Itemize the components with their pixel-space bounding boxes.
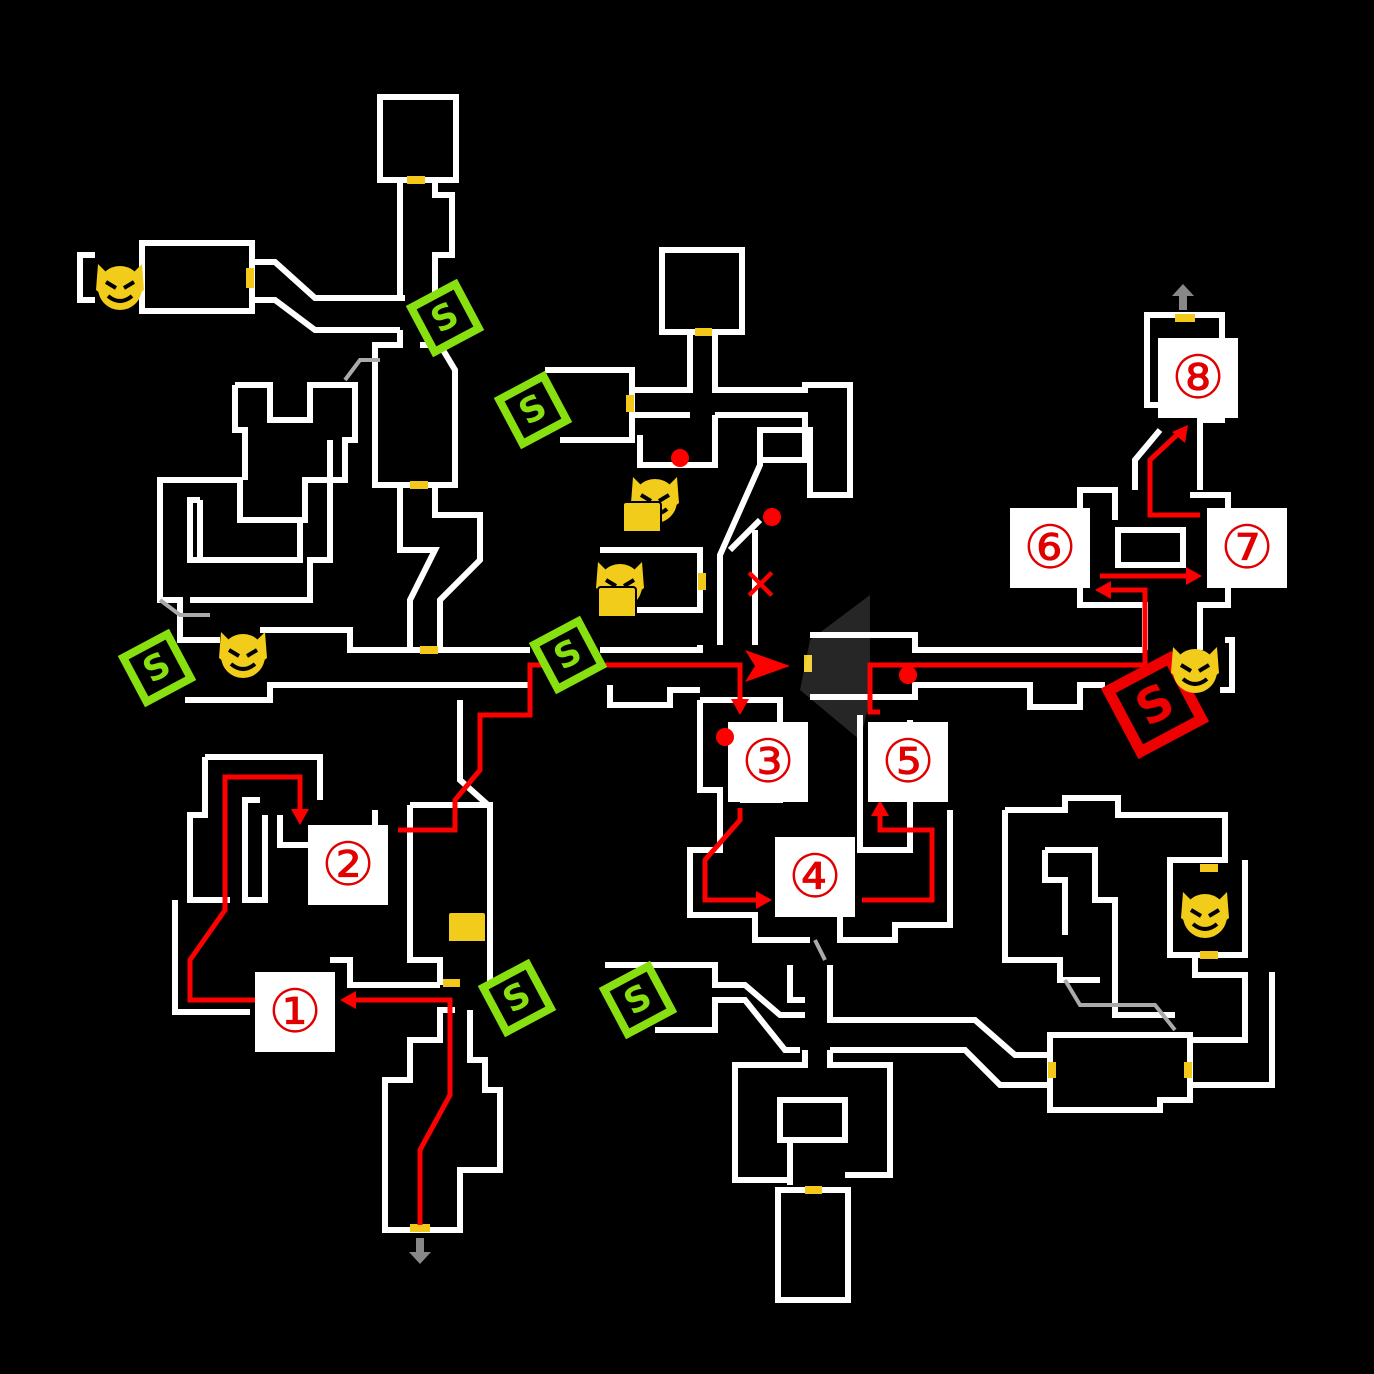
point-of-interest-icon [716,728,734,746]
route-path [187,430,1200,1225]
enemy-shadow-icon[interactable] [1165,635,1225,695]
route-step-label: ① [255,972,335,1052]
treasure-chest-icon[interactable] [622,501,662,533]
exit-down-arrow-icon[interactable] [409,1238,431,1264]
route-step-label: ② [308,825,388,905]
enemy-shadow-icon[interactable] [213,620,273,680]
route-step-label: ⑧ [1158,338,1238,418]
treasure-chest-icon[interactable] [447,911,487,943]
point-of-interest-icon [671,449,689,467]
treasure-chest-icon[interactable] [597,586,637,618]
route-step-label: ⑤ [868,722,948,802]
player-position-arrow-icon [745,650,790,682]
blocked-x-icon: ✕ [742,560,779,611]
enemy-shadow-icon[interactable] [90,252,150,312]
point-of-interest-icon [763,508,781,526]
route-step-label: ⑥ [1010,508,1090,588]
point-of-interest-icon [899,666,917,684]
exit-up-arrow-icon[interactable] [1172,284,1194,310]
enemy-shadow-icon[interactable] [1175,880,1235,940]
route-step-label: ③ [728,722,808,802]
route-step-label: ④ [775,837,855,917]
route-step-label: ⑦ [1207,508,1287,588]
